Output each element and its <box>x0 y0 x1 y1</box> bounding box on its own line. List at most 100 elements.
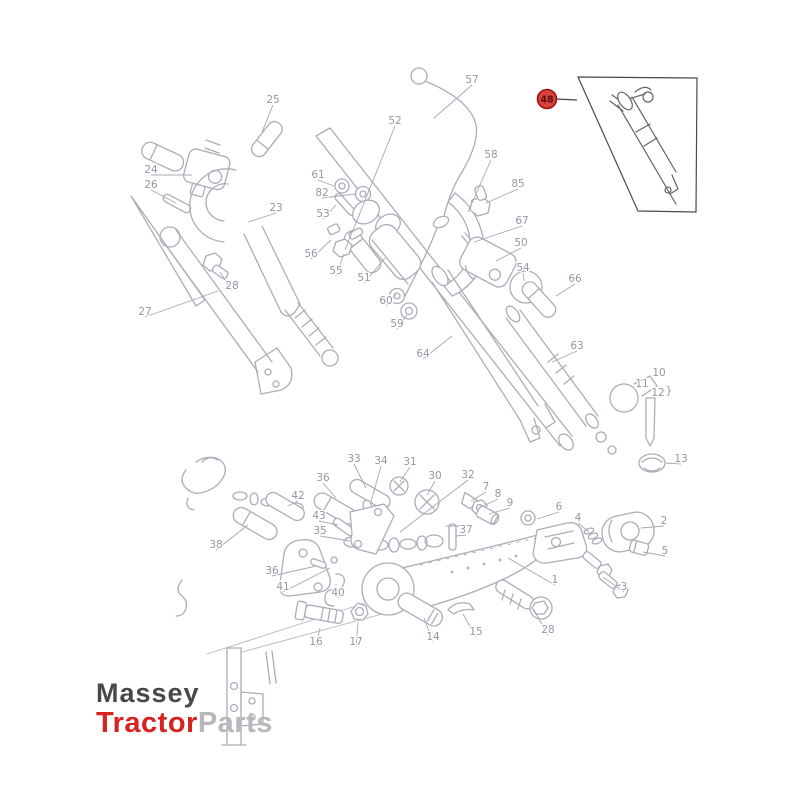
part-label-42-30: 42 <box>291 490 304 502</box>
badge-circle[interactable] <box>536 88 558 110</box>
part-label-16-55: 16 <box>309 636 323 648</box>
part-label-1-51: 1 <box>552 574 559 586</box>
leader-line-6-46 <box>536 511 560 520</box>
clamp-56 <box>327 223 341 236</box>
rod-63 <box>505 305 617 455</box>
leader-line-82-10 <box>321 193 356 199</box>
link-arm-27 <box>159 226 293 395</box>
brand-tractor: Tractor <box>96 707 198 739</box>
leader-line-5-49 <box>642 551 666 557</box>
part-label-60-17: 60 <box>379 295 392 307</box>
leader-line-7-43 <box>470 491 487 502</box>
fork-end-23 <box>189 168 339 367</box>
block-50 <box>459 236 517 288</box>
part-label-4-47: 4 <box>575 512 582 524</box>
leader-line-42-30 <box>287 500 299 507</box>
highlighted-part-number: 48 <box>540 95 554 106</box>
outer-tube-64 <box>431 265 556 443</box>
part-label-66-22: 66 <box>568 273 582 285</box>
part-label-28-54: 28 <box>541 624 554 636</box>
clevis-end <box>532 522 588 564</box>
leader-line-63-23 <box>551 350 578 363</box>
leader-line-58-8 <box>467 159 492 213</box>
knuckle-block-24 <box>182 148 231 198</box>
leader-line-3-50 <box>602 576 625 593</box>
part-label-27-4: 27 <box>138 306 151 318</box>
leader-line-33-37 <box>353 463 367 489</box>
crank-handle-57 <box>402 67 478 301</box>
part-label-6-46: 6 <box>556 501 563 513</box>
part-label-7-43: 7 <box>483 481 490 493</box>
star-nut-30 <box>414 489 440 515</box>
part-label-43-31: 43 <box>312 510 325 522</box>
bolt-28-bottom <box>495 579 553 620</box>
clip-13 <box>638 453 666 473</box>
anchor-plate-small <box>349 503 395 555</box>
part-label-41-35: 41 <box>276 581 289 593</box>
leader-line-25-0 <box>261 104 274 133</box>
part-label-58-8: 58 <box>484 149 497 161</box>
leader-line-2-48 <box>640 525 665 529</box>
s-hook-40 <box>324 573 345 607</box>
part-label-36-33: 36 <box>316 472 330 484</box>
part-label-28-5: 28 <box>225 280 238 292</box>
leader-line-57-6 <box>433 84 473 119</box>
star-nut-31 <box>389 476 409 496</box>
leader-line-59-18 <box>396 314 408 330</box>
leader-line-4-47 <box>577 522 590 533</box>
bolt-28-top <box>202 252 229 280</box>
part-label-13-28: 13 <box>674 453 687 465</box>
leader-line-64-19 <box>422 335 453 360</box>
leader-line-17-56 <box>355 621 359 648</box>
part-label-9-45: 9 <box>507 497 514 509</box>
pin-66 <box>521 281 557 318</box>
part-label-51-15: 51 <box>357 272 370 284</box>
part-label-23-3: 23 <box>269 202 282 214</box>
leader-line-53-11 <box>322 204 337 220</box>
pin-42 <box>265 491 305 522</box>
leader-line-35-32 <box>319 535 351 542</box>
part-label-5-49: 5 <box>662 545 669 557</box>
pin-37 <box>445 523 460 551</box>
upper-link-body-51 <box>352 199 422 285</box>
washer-59 <box>400 302 418 320</box>
part-label-12-26: 12 <box>651 387 664 399</box>
part-label-25-0: 25 <box>266 94 279 106</box>
brand-tractorparts: TractorParts <box>96 709 273 738</box>
nut-17 <box>350 602 369 621</box>
pin-38 <box>232 506 278 541</box>
linch-pin-10-12 <box>609 375 658 447</box>
part-label-56-16: 56 <box>304 248 318 260</box>
leader-line-54-21 <box>522 272 525 282</box>
inset-box <box>577 76 698 213</box>
part-label-40-36: 40 <box>331 587 344 599</box>
leader-line-8-44 <box>478 498 499 509</box>
leader-line-66-22 <box>555 283 576 297</box>
washer-6 <box>520 510 536 526</box>
washer-60 <box>388 287 406 305</box>
leader-line-28-5 <box>219 271 233 292</box>
leader-line-34-38 <box>370 465 382 503</box>
clip-15 <box>447 602 475 615</box>
part-label-82-10: 82 <box>315 187 328 199</box>
leader-line-43-31 <box>318 520 339 526</box>
wire-hook <box>175 579 188 617</box>
part-label-38-29: 38 <box>209 539 222 551</box>
part-label-57-6: 57 <box>465 74 478 86</box>
leader-line-41-35 <box>282 567 331 593</box>
leveling-assembly-inset <box>609 86 679 205</box>
pin-36-lower <box>310 558 327 569</box>
pin-part <box>141 141 185 172</box>
leader-line-9-45 <box>488 507 511 515</box>
part-label-53-11: 53 <box>316 208 329 220</box>
leader-line-40-36 <box>335 583 339 599</box>
part-label-35-32: 35 <box>313 525 326 537</box>
bolts-3 <box>582 551 629 599</box>
spring-part <box>203 139 221 170</box>
part-label-36-34: 36 <box>265 565 279 577</box>
leader-line-23-3 <box>247 212 277 223</box>
highlighted-part-badge[interactable]: 48 <box>536 88 578 110</box>
part-label-34-38: 34 <box>374 455 388 467</box>
part-label-33-37: 33 <box>347 453 360 465</box>
leader-line-27-4 <box>144 290 219 318</box>
